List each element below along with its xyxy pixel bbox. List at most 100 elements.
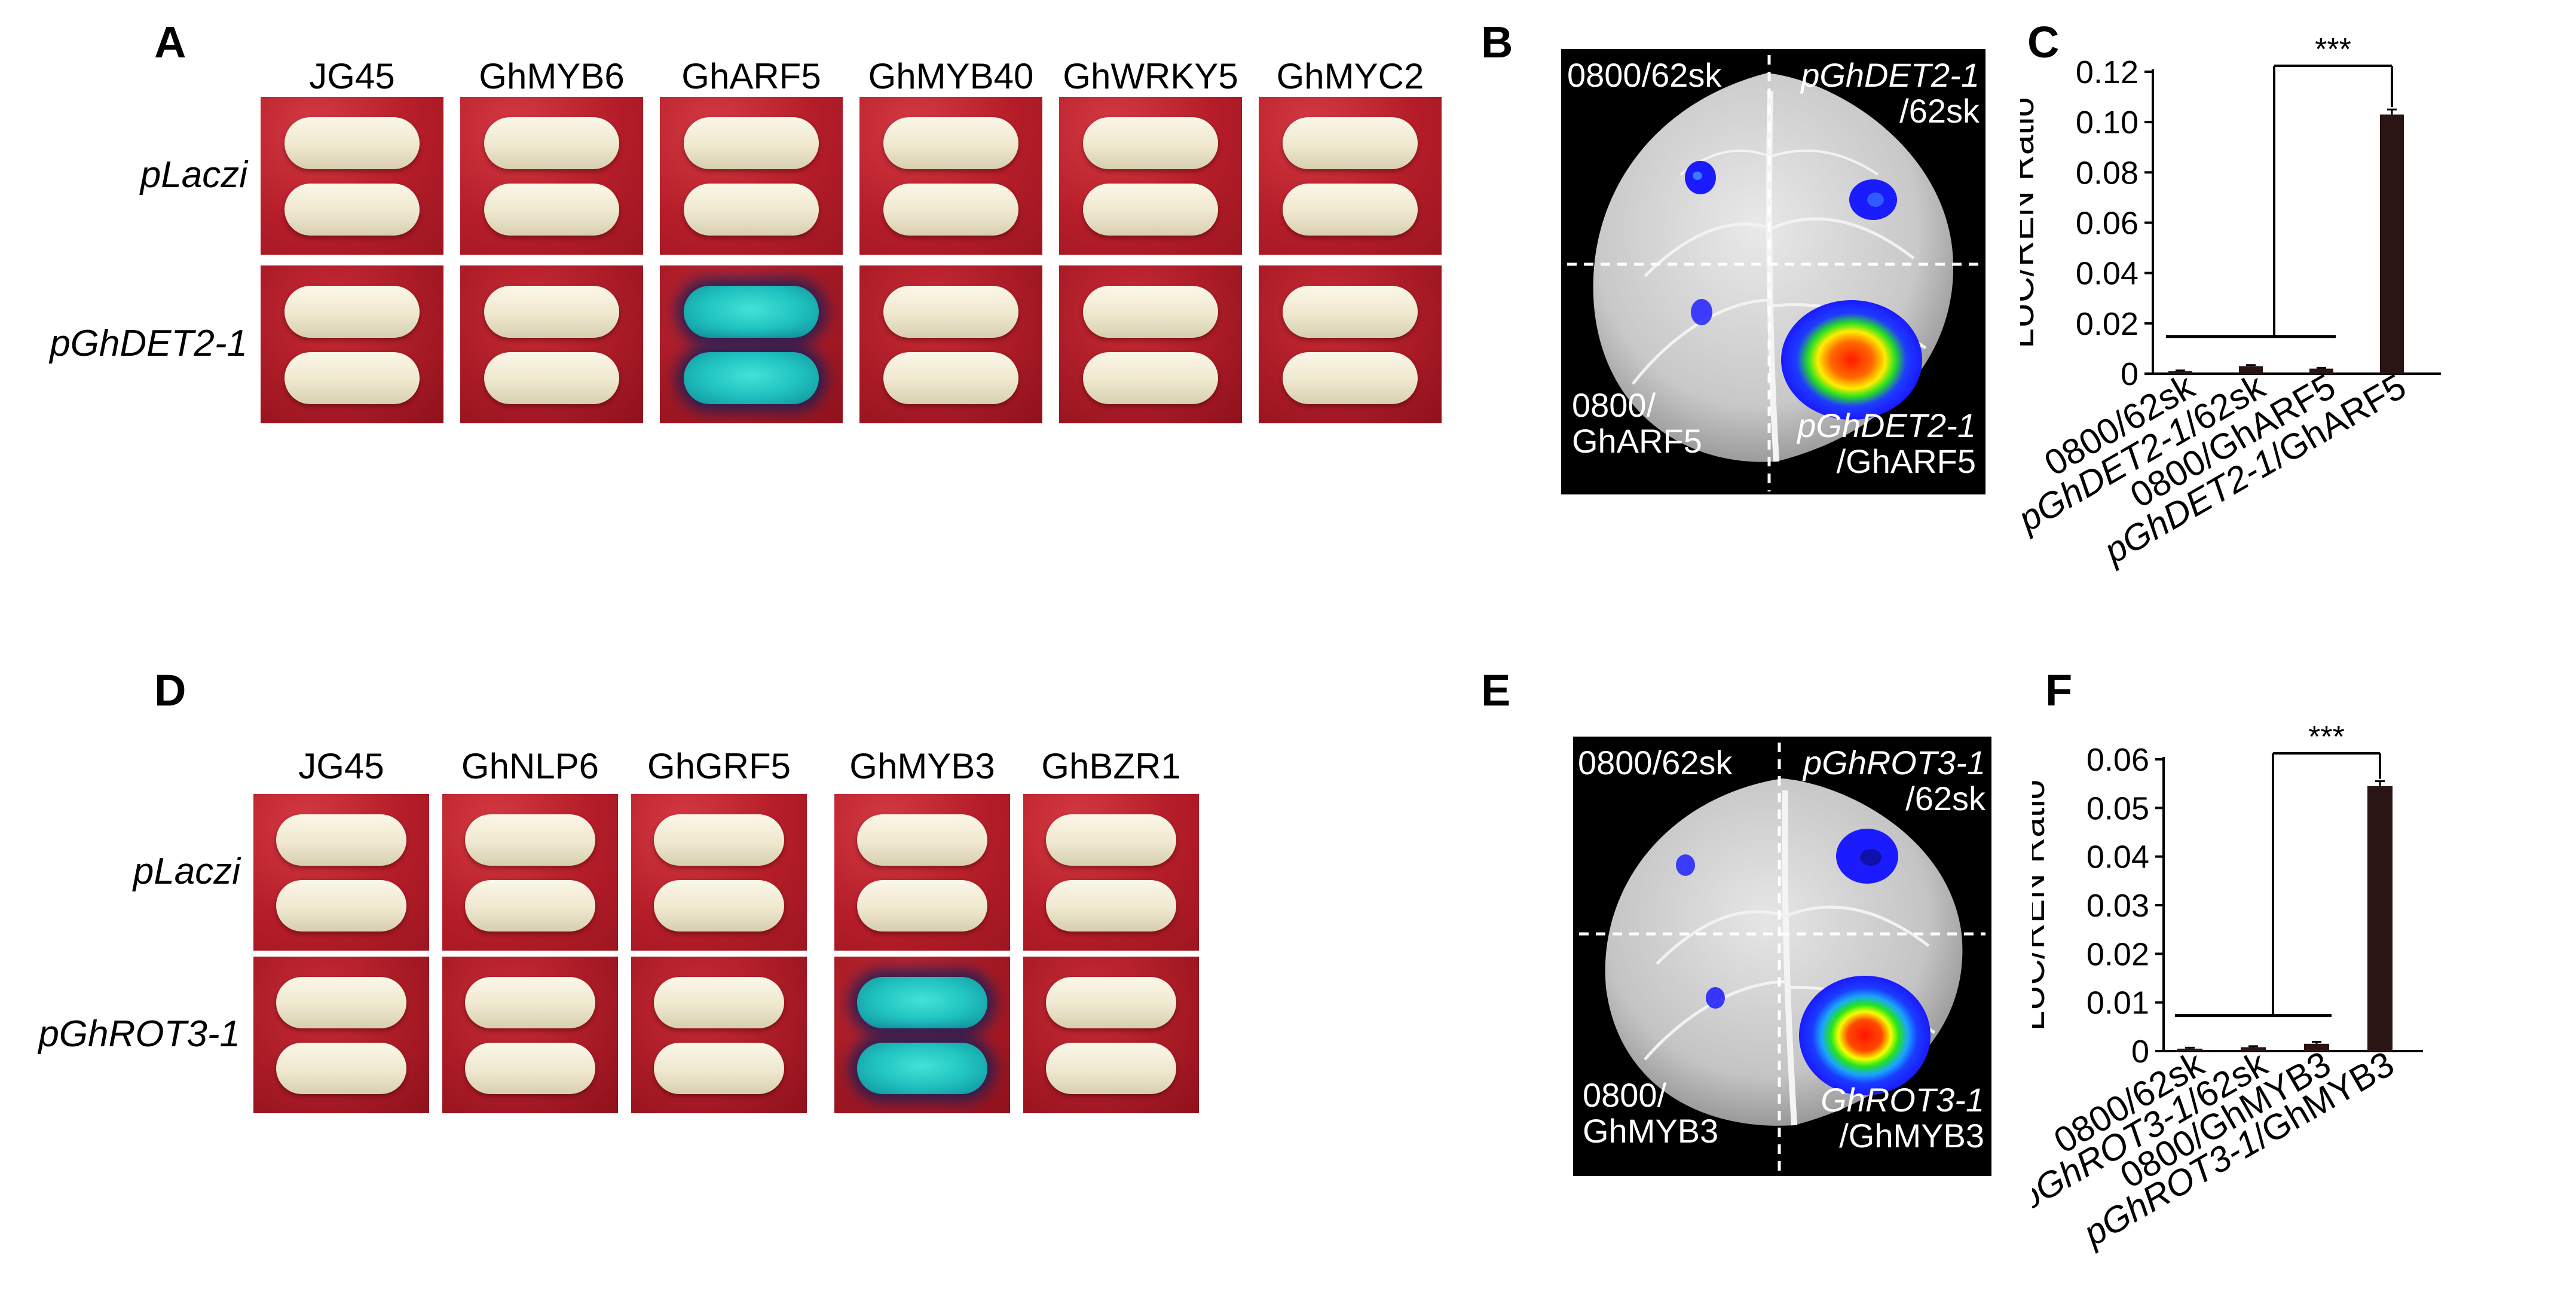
yeast-colony [1283, 352, 1418, 404]
yeast-colony [654, 880, 784, 931]
leaf-e-label-br: GhROT3-1 /GhMYB3 [1821, 1082, 1984, 1155]
leaf-e-svg [1579, 743, 1985, 1173]
leaf-b-label-bl-2: GhARF5 [1572, 422, 1702, 460]
column-label-ghmyb6: GhMYB6 [479, 56, 625, 96]
leaf-b-label-br-2: /GhARF5 [1836, 442, 1976, 481]
y1h-plate-pghdet2-1-ghmyc2 [1259, 265, 1442, 423]
luc-spot-b-br [1781, 300, 1922, 420]
yeast-colony [276, 1043, 406, 1094]
significance-label: *** [2308, 720, 2345, 755]
yeast-colony [883, 184, 1018, 236]
y1h-plate-pghrot3-1-ghnlp6 [442, 957, 618, 1113]
column-label-jg45: JG45 [298, 746, 384, 786]
yeast-colony [276, 977, 406, 1028]
y1h-plate-pghrot3-1-jg45 [253, 957, 429, 1113]
row-label-placzi: pLaczi [140, 154, 247, 196]
y-tick-label: 0.04 [2076, 256, 2138, 292]
luc-spot-e-bl [1706, 987, 1725, 1009]
leaf-e-label-bl-2: GhMYB3 [1583, 1112, 1719, 1150]
yeast-colony [465, 880, 595, 931]
yeast-colony [1083, 184, 1218, 236]
leaf-b-label-bl-1: 0800/ [1572, 386, 1656, 424]
row-label-placzi: pLaczi [133, 851, 240, 892]
yeast-colony [684, 352, 819, 404]
column-label-jg45: JG45 [309, 56, 395, 96]
yeast-colony [484, 286, 619, 338]
column-label-gharf5: GhARF5 [681, 56, 821, 96]
y-tick-label: 0.10 [2076, 105, 2138, 141]
y1h-plate-pghdet2-1-ghmyb40 [859, 265, 1042, 423]
yeast-colony [684, 184, 819, 236]
yeast-colony [857, 880, 987, 931]
y1h-plate-pghdet2-1-jg45 [261, 265, 443, 423]
yeast-colony [276, 814, 406, 866]
y-tick-label: 0.08 [2076, 155, 2138, 191]
y1h-plate-placzi-gharf5 [660, 97, 843, 255]
yeast-colony [857, 814, 987, 866]
y1h-plate-placzi-jg45 [253, 794, 429, 951]
yeast-colony [654, 814, 784, 866]
bar-3 [2380, 114, 2404, 374]
yeast-colony [883, 352, 1018, 404]
leaf-e-midrib [1782, 790, 1797, 1126]
y1h-plate-pghrot3-1-ghbzr1 [1023, 957, 1199, 1113]
leaf-e-label-tr-1: pGhROT3-1 [1803, 744, 1985, 781]
yeast-colony [654, 1043, 784, 1094]
y1h-plate-pghrot3-1-ghgrf5 [631, 957, 807, 1113]
y1h-plate-pghdet2-1-ghwrky5 [1059, 265, 1242, 423]
row-label-pghrot3-1: pGhROT3-1 [38, 1013, 240, 1055]
yeast-colony [484, 184, 619, 236]
yeast-colony [465, 814, 595, 866]
y-tick-label: 0 [2121, 356, 2138, 392]
y1h-plate-placzi-ghbzr1 [1023, 794, 1199, 951]
panel-letter-b: B [1481, 17, 1513, 67]
panel-letter-e: E [1481, 665, 1511, 715]
leaf-b-label-tr-2: /62sk [1899, 92, 1980, 130]
yeast-colony [465, 1043, 595, 1094]
bar-1 [2241, 1047, 2266, 1051]
yeast-colony [1046, 977, 1176, 1028]
y1h-plate-placzi-jg45 [261, 97, 443, 255]
column-label-ghnlp6: GhNLP6 [461, 746, 599, 786]
column-label-ghmyb3: GhMYB3 [849, 746, 995, 786]
yeast-colony [1083, 352, 1218, 404]
yeast-colony [284, 352, 420, 404]
yeast-colony [654, 977, 784, 1028]
leaf-b-label-tl: 0800/62sk [1567, 56, 1722, 94]
column-label-ghwrky5: GhWRKY5 [1063, 56, 1238, 96]
y1h-plate-placzi-ghgrf5 [631, 794, 807, 951]
luc-leaf-image-b: 0800/62sk pGhDET2-1 /62sk 0800/ GhARF5 p… [1561, 49, 1985, 494]
leaf-e-label-br-1: GhROT3-1 [1821, 1081, 1984, 1119]
leaf-e-label-br-2: /GhMYB3 [1839, 1117, 1984, 1155]
yeast-colony [284, 184, 420, 236]
yeast-colony [1283, 117, 1418, 169]
bar-0 [2168, 371, 2192, 374]
leaf-e-label-tr-2: /62sk [1905, 780, 1985, 818]
y1h-plate-pghdet2-1-gharf5 [660, 265, 843, 423]
leaf-b-label-br-1: pGhDET2-1 [1797, 407, 1976, 444]
column-label-ghbzr1: GhBZR1 [1041, 746, 1181, 786]
bar-3 [2367, 786, 2393, 1051]
yeast-colony [684, 286, 819, 338]
y1h-plate-placzi-ghmyb3 [834, 794, 1010, 951]
yeast-colony [465, 977, 595, 1028]
bar-1 [2239, 366, 2263, 374]
luc-spot-e-br [1799, 976, 1931, 1095]
luc-spot-e-tl [1676, 854, 1695, 876]
leaf-b-label-br: pGhDET2-1 /GhARF5 [1797, 407, 1976, 481]
y-tick-label: 0.02 [2087, 936, 2149, 972]
y1h-plate-pghrot3-1-ghmyb3 [834, 957, 1010, 1113]
y-tick-label: 0 [2131, 1034, 2149, 1070]
y1h-plate-placzi-ghnlp6 [442, 794, 618, 951]
yeast-colony [883, 286, 1018, 338]
y-tick-label: 0.04 [2087, 839, 2149, 875]
leaf-e-label-tl: 0800/62sk [1578, 744, 1733, 781]
y1h-plate-placzi-ghmyb40 [859, 97, 1042, 255]
y1h-plate-placzi-ghwrky5 [1059, 97, 1242, 255]
yeast-colony [1046, 880, 1176, 931]
yeast-colony [883, 117, 1018, 169]
panel-letter-d: D [154, 665, 186, 715]
luc-leaf-image-e: 0800/62sk pGhROT3-1 /62sk 0800/ GhMYB3 G… [1573, 737, 1991, 1176]
